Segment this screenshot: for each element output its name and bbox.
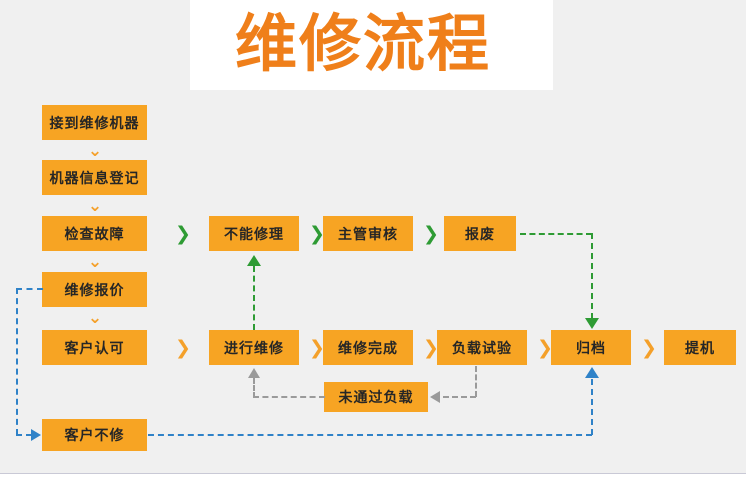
flow-blue-declines-to-archive-horizontal — [148, 434, 592, 436]
chevron-down-icon-1: ⌄ — [87, 140, 103, 161]
footer-whitespace — [0, 474, 746, 493]
flow-gray-failed-to-repair-horizontal — [253, 396, 325, 398]
title-backdrop-panel — [190, 0, 553, 90]
arrowhead-green-into-cannot-repair — [247, 255, 261, 266]
chevron-right-icon-orange-4: ❯ — [537, 336, 553, 359]
flow-blue-quote-left — [16, 288, 43, 290]
box-supervisor-review[interactable]: 主管审核 — [323, 216, 413, 251]
flow-green-scrap-to-archive-horizontal — [520, 233, 592, 235]
flow-blue-declines-to-archive-vertical — [591, 379, 593, 435]
arrowhead-gray-into-do-repair — [248, 368, 260, 378]
box-archive[interactable]: 归档 — [551, 330, 631, 365]
arrowhead-blue-into-archive — [585, 367, 599, 378]
arrowhead-gray-into-load-test-failed — [430, 391, 440, 403]
box-cannot-repair[interactable]: 不能修理 — [209, 216, 299, 251]
box-pickup-machine[interactable]: 提机 — [664, 330, 736, 365]
arrowhead-green-into-archive — [585, 318, 599, 329]
chevron-right-icon-orange-5: ❯ — [641, 336, 657, 359]
box-receive-machine[interactable]: 接到维修机器 — [42, 105, 147, 140]
flow-gray-failed-to-repair-vertical — [253, 378, 255, 398]
chevron-down-icon-4: ⌄ — [87, 307, 103, 328]
page-title: 维修流程 — [234, 7, 491, 80]
box-register-info[interactable]: 机器信息登记 — [42, 160, 147, 195]
box-customer-approve[interactable]: 客户认可 — [42, 330, 147, 365]
arrowhead-blue-into-customer-declines — [31, 429, 41, 441]
chevron-right-icon-orange-3: ❯ — [423, 336, 439, 359]
chevron-down-icon-3: ⌄ — [87, 251, 103, 272]
chevron-right-icon-green-3: ❯ — [423, 222, 439, 245]
box-repair-done[interactable]: 维修完成 — [323, 330, 413, 365]
chevron-down-icon-2: ⌄ — [87, 195, 103, 216]
box-load-test-failed[interactable]: 未通过负载 — [324, 382, 428, 412]
box-scrap[interactable]: 报废 — [444, 216, 516, 251]
flow-gray-loadtest-to-failed — [443, 396, 476, 398]
flow-blue-into-declines — [16, 434, 32, 436]
chevron-right-icon-green-1: ❯ — [175, 222, 191, 245]
box-do-repair[interactable]: 进行维修 — [209, 330, 299, 365]
flow-green-scrap-to-archive-vertical — [591, 233, 593, 319]
flowchart-canvas: 维修流程 接到维修机器 ⌄ 机器信息登记 ⌄ 检查故障 ⌄ 维修报价 ⌄ 客户认… — [0, 0, 746, 474]
box-customer-declines[interactable]: 客户不修 — [42, 419, 147, 451]
box-load-test[interactable]: 负载试验 — [437, 330, 527, 365]
chevron-right-icon-orange-2: ❯ — [309, 336, 325, 359]
flow-blue-left-rail — [16, 288, 18, 435]
box-inspect-fault[interactable]: 检查故障 — [42, 216, 147, 251]
box-repair-quote[interactable]: 维修报价 — [42, 272, 147, 307]
chevron-right-icon-orange-1: ❯ — [175, 336, 191, 359]
chevron-right-icon-green-2: ❯ — [309, 222, 325, 245]
flow-green-repair-to-cannot-repair — [253, 266, 255, 330]
flow-gray-loadtest-down — [475, 366, 477, 397]
